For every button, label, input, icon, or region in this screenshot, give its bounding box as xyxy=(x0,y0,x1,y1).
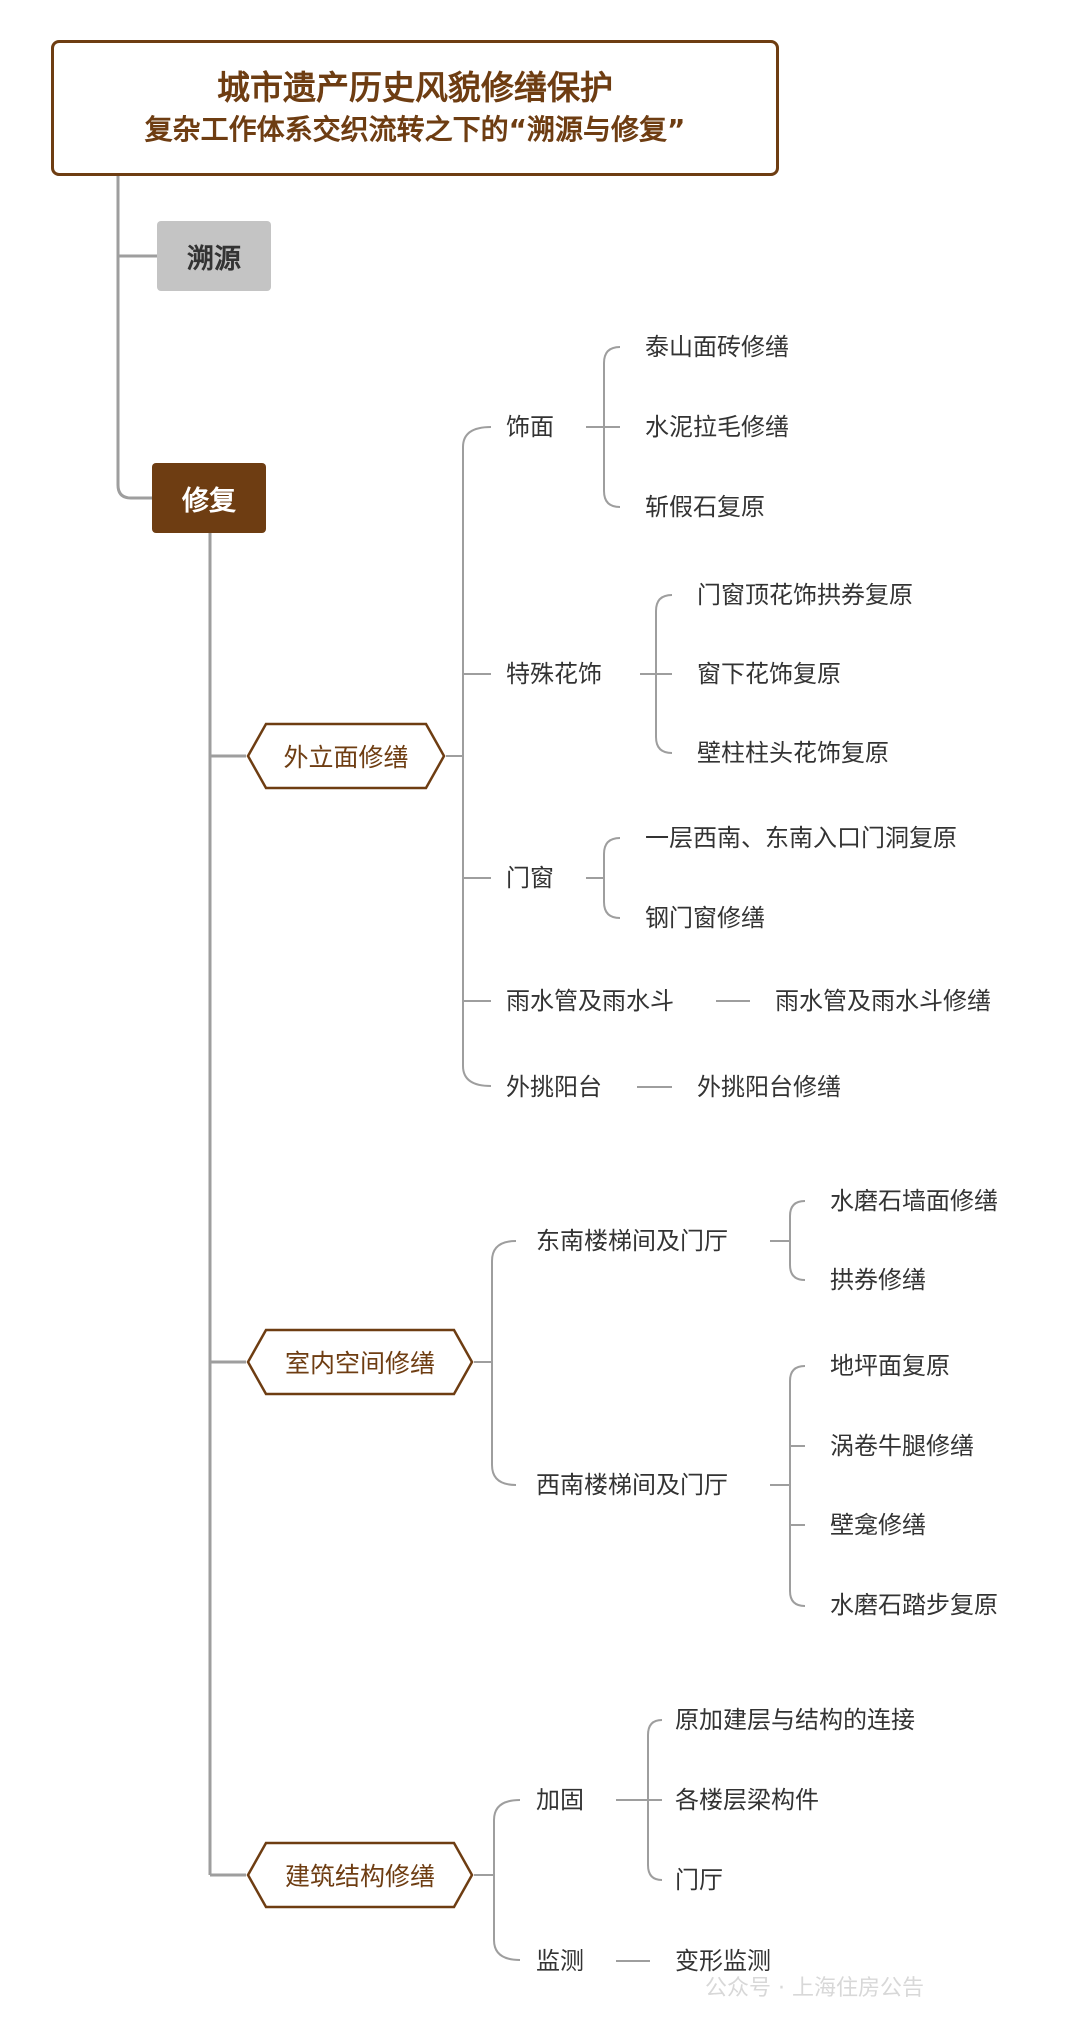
leaf-item: 窗下花饰复原 xyxy=(697,660,841,688)
category-structure: 建筑结构修缮 xyxy=(246,1841,474,1909)
group-label: 饰面 xyxy=(506,413,554,441)
category-interior-label: 室内空间修缮 xyxy=(284,1349,435,1378)
leaf-item: 壁柱柱头花饰复原 xyxy=(697,739,889,767)
title-box: 城市遗产历史风貌修缮保护 复杂工作体系交织流转之下的“溯源与修复” xyxy=(51,40,779,176)
leaf-item: 斩假石复原 xyxy=(645,493,765,521)
leaf-item: 拱券修缮 xyxy=(830,1266,926,1294)
category-interior: 室内空间修缮 xyxy=(246,1328,474,1396)
group-label: 东南楼梯间及门厅 xyxy=(536,1227,728,1255)
leaf-item: 原加建层与结构的连接 xyxy=(675,1706,915,1734)
leaf-item: 雨水管及雨水斗修缮 xyxy=(775,987,991,1015)
group-label: 雨水管及雨水斗 xyxy=(506,987,674,1015)
category-structure-label: 建筑结构修缮 xyxy=(284,1862,435,1891)
group-label: 加固 xyxy=(536,1786,584,1814)
leaf-item: 门窗顶花饰拱券复原 xyxy=(697,581,913,609)
leaf-item: 泰山面砖修缮 xyxy=(645,333,789,361)
leaf-item: 涡卷牛腿修缮 xyxy=(830,1432,974,1460)
watermark: 公众号 · 上海住房公告 xyxy=(705,1976,924,2001)
node-trace: 溯源 xyxy=(157,221,271,291)
leaf-item: 外挑阳台修缮 xyxy=(697,1073,841,1101)
category-facade-label: 外立面修缮 xyxy=(283,743,409,772)
node-repair: 修复 xyxy=(152,463,266,533)
leaf-item: 一层西南、东南入口门洞复原 xyxy=(645,824,957,852)
leaf-item: 壁龛修缮 xyxy=(830,1511,926,1539)
group-label: 外挑阳台 xyxy=(506,1073,602,1101)
leaf-item: 水泥拉毛修缮 xyxy=(645,413,789,441)
leaf-item: 各楼层梁构件 xyxy=(675,1786,819,1814)
leaf-item: 地坪面复原 xyxy=(830,1352,950,1380)
leaf-item: 水磨石墙面修缮 xyxy=(830,1187,998,1215)
leaf-item: 门厅 xyxy=(675,1866,723,1894)
group-label: 特殊花饰 xyxy=(506,660,602,688)
title-sub: 复杂工作体系交织流转之下的“溯源与修复” xyxy=(144,113,686,146)
leaf-item: 钢门窗修缮 xyxy=(645,904,765,932)
leaf-item: 水磨石踏步复原 xyxy=(830,1591,998,1619)
title-main: 城市遗产历史风貌修缮保护 xyxy=(217,68,613,107)
group-label: 监测 xyxy=(536,1947,584,1975)
leaf-item: 变形监测 xyxy=(675,1947,771,1975)
category-facade: 外立面修缮 xyxy=(246,722,446,790)
group-label: 西南楼梯间及门厅 xyxy=(536,1471,728,1499)
group-label: 门窗 xyxy=(506,864,554,892)
